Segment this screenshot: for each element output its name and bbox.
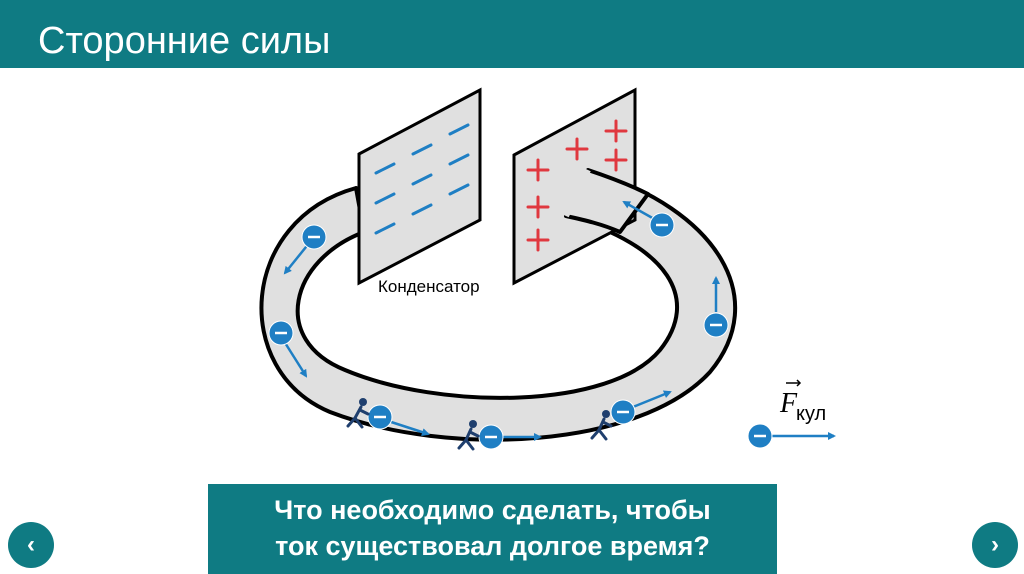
- force-subscript: кул: [796, 403, 826, 425]
- question-line-1: Что необходимо сделать, чтобы: [274, 495, 711, 525]
- pushing-figure-2: [457, 420, 480, 451]
- chevron-left-icon: ‹: [27, 531, 35, 558]
- slide-title: Сторонние силы: [38, 20, 331, 62]
- force-symbol: F: [779, 388, 798, 419]
- conductor-ring-end: [563, 168, 650, 234]
- electron-7: [622, 200, 675, 238]
- question-box: Что необходимо сделать, чтобы ток сущест…: [208, 484, 777, 574]
- capacitor-label: Конденсатор: [378, 277, 480, 296]
- previous-slide-button[interactable]: ‹: [8, 522, 54, 568]
- chevron-right-icon: ›: [991, 531, 999, 558]
- positive-charge-marks: [526, 119, 628, 252]
- electron-2: [268, 320, 308, 378]
- electron-1: [283, 224, 327, 275]
- electron-5: [610, 390, 672, 425]
- next-slide-button[interactable]: ›: [972, 522, 1018, 568]
- pushing-figure-1: [346, 398, 370, 429]
- slide-header: Сторонние силы: [0, 0, 1024, 68]
- capacitor-plate-positive: [512, 87, 637, 286]
- negative-charge-marks: [374, 123, 470, 235]
- electron-6: [703, 276, 729, 338]
- pushing-figure-3: [590, 410, 613, 441]
- conductor-ring: [259, 168, 738, 442]
- coulomb-force-legend: F кул: [747, 379, 836, 449]
- question-line-2: ток существовал долгое время?: [275, 531, 710, 561]
- capacitor-plate-negative: [357, 87, 482, 286]
- electron-3: [367, 404, 430, 436]
